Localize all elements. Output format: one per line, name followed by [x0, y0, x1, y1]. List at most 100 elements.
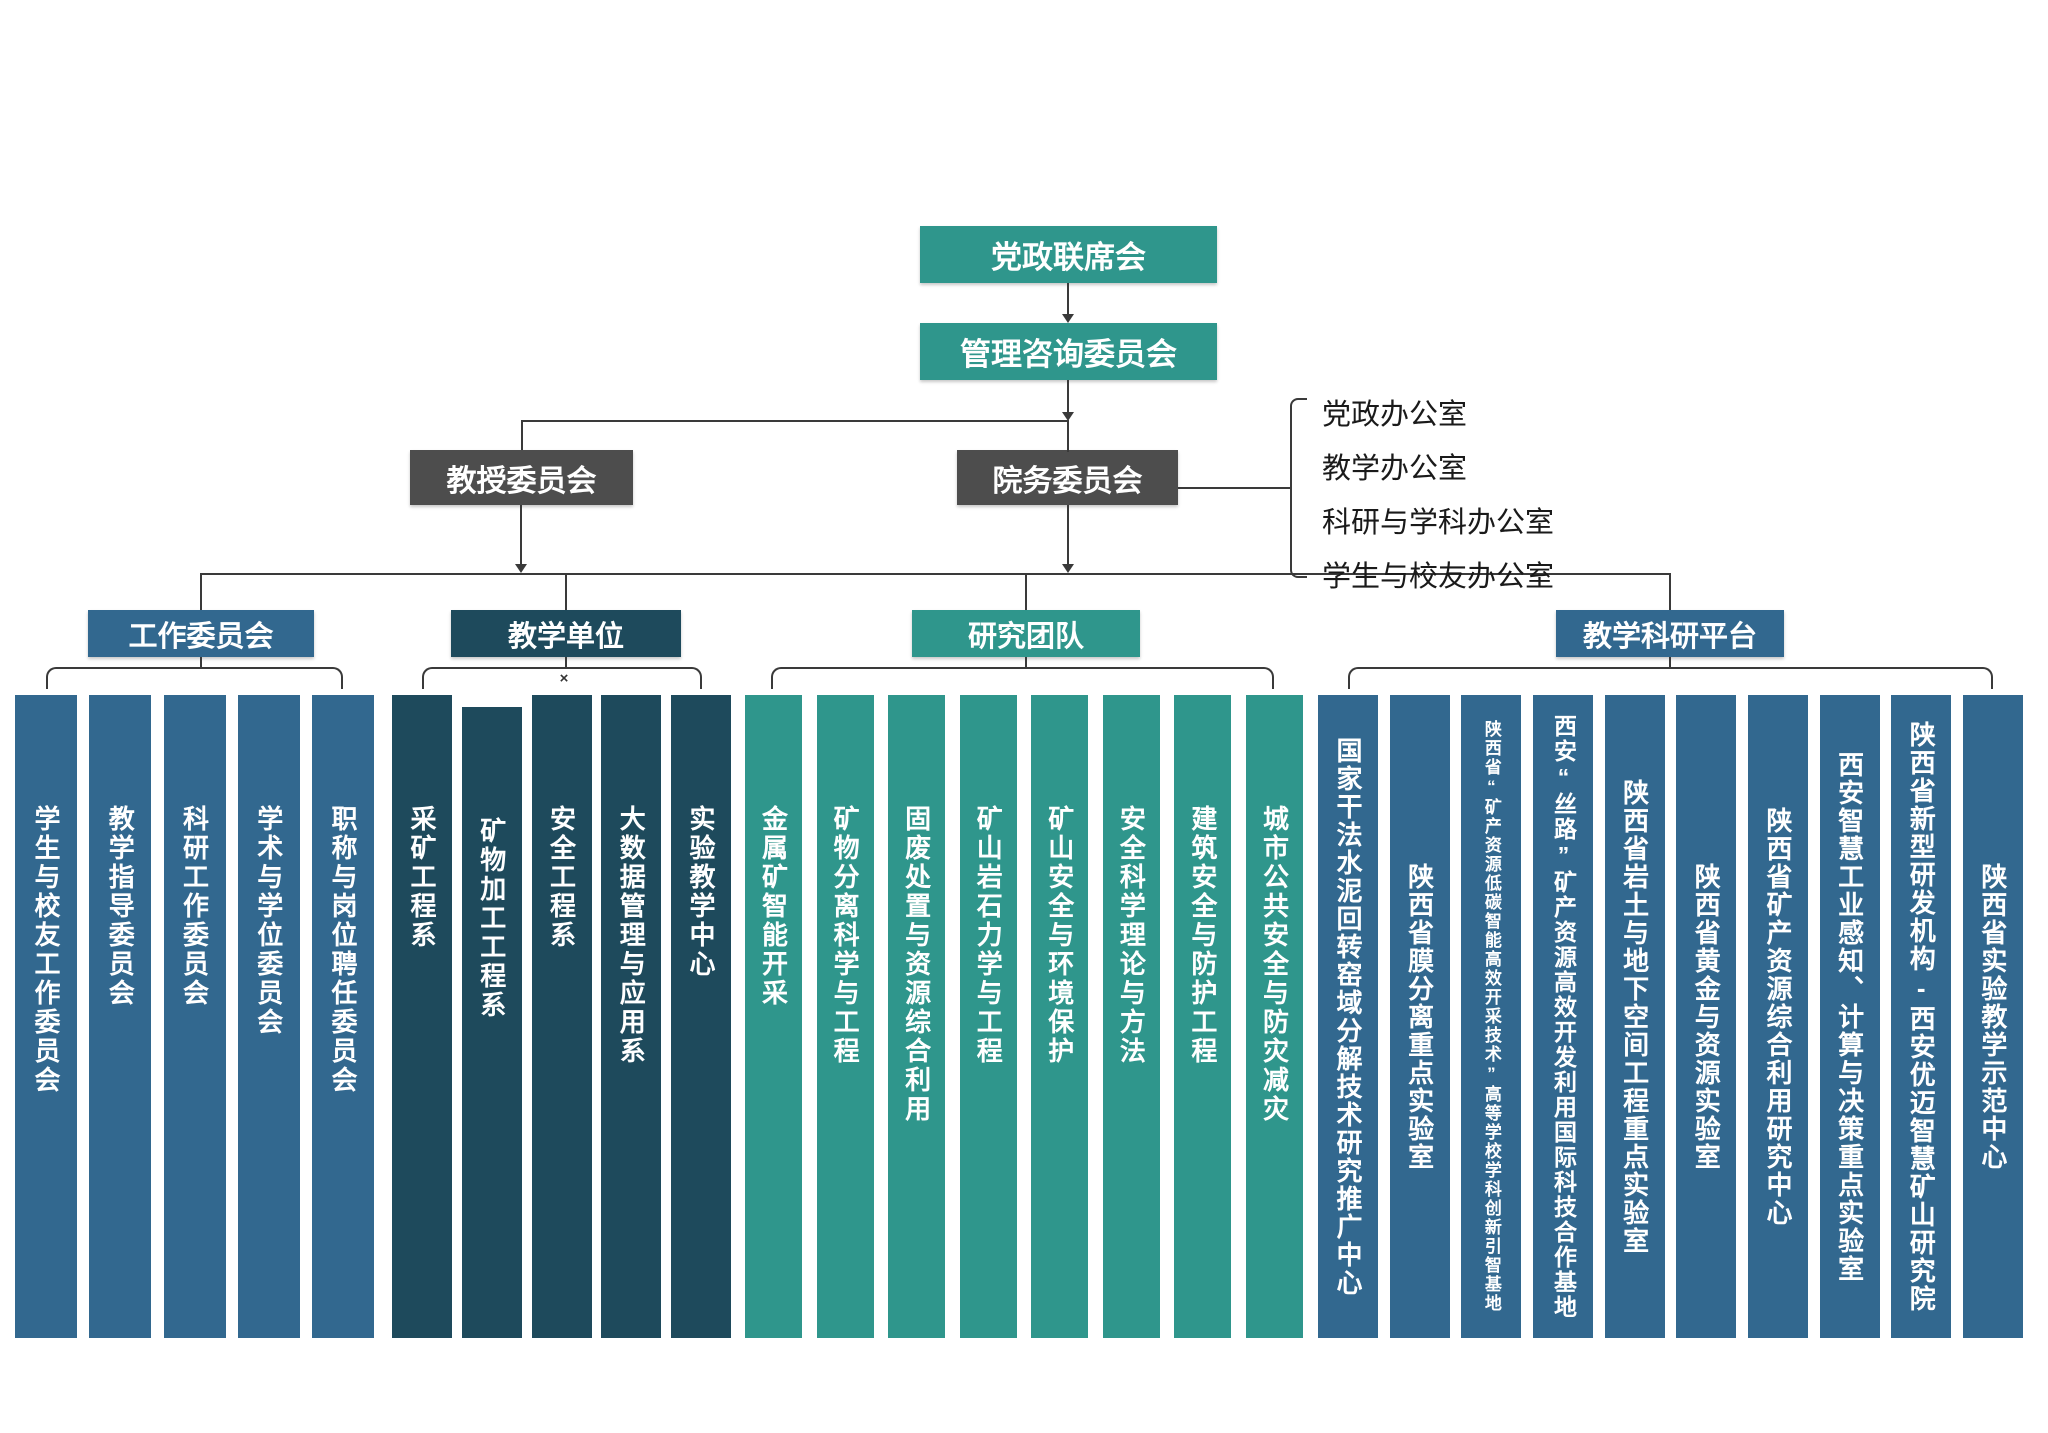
org-bar-label: 金属矿智能开采 [758, 805, 789, 1008]
node-teaching-research-platforms: 教学科研平台 [1556, 610, 1784, 657]
org-bar-label: 教学指导委员会 [105, 805, 136, 1008]
org-bar-label: 职称与岗位聘任委员会 [328, 805, 358, 1095]
org-bar: 矿山岩石力学与工程 [959, 695, 1017, 1338]
connector-line [520, 505, 522, 564]
node-council-committee: 院务委员会 [957, 450, 1178, 505]
org-bar: 陕西省“矿产资源低碳智能高效开采技术”高等学校学科创新引智基地 [1461, 695, 1522, 1338]
org-bar-label: 固废处置与资源综合利用 [901, 805, 932, 1124]
org-bar-label: 城市公共安全与防灾减灾 [1259, 805, 1290, 1124]
group-work-committees: 学生与校友工作委员会 教学指导委员会 科研工作委员会 学术与学位委员会 职称与岗… [15, 695, 374, 1338]
connector-line [1178, 487, 1290, 489]
office-item: 科研与学科办公室 [1322, 507, 1555, 539]
connector-line [200, 657, 202, 669]
org-bar: 建筑安全与防护工程 [1174, 695, 1232, 1338]
arrowhead-down [1062, 314, 1074, 323]
org-bar: 陕西省黄金与资源实验室 [1676, 695, 1737, 1338]
org-bar: 金属矿智能开采 [745, 695, 802, 1338]
org-bar-label: 陕西省“矿产资源低碳智能高效开采技术”高等学校学科创新引智基地 [1481, 720, 1501, 1313]
org-bar-label: 矿山安全与环境保护 [1044, 805, 1075, 1066]
office-item: 教学办公室 [1322, 453, 1468, 485]
group-teaching-research-platforms: 国家干法水泥回转窑域分解技术研究推广中心 陕西省膜分离重点实验室 陕西省“矿产资… [1318, 695, 2023, 1338]
org-bar-label: 学生与校友工作委员会 [31, 805, 61, 1095]
org-bar: 陕西省矿产资源综合利用研究中心 [1747, 695, 1808, 1338]
connector-line [1067, 380, 1069, 412]
org-bar-label: 陕西省新型研发机构-西安优迈智慧矿山研究院 [1906, 720, 1937, 1313]
org-bar-label: 陕西省岩土与地下空间工程重点实验室 [1619, 778, 1650, 1255]
connector-line [565, 573, 567, 610]
connector-line [521, 420, 1069, 422]
org-bar: 城市公共安全与防灾减灾 [1245, 695, 1303, 1338]
org-bar: 安全工程系 [531, 695, 592, 1338]
org-bar-label: 实验教学中心 [686, 805, 716, 979]
org-bar-label: 陕西省膜分离重点实验室 [1404, 862, 1435, 1171]
org-bar: 陕西省实验教学示范中心 [1962, 695, 2023, 1338]
x-marker: × [559, 670, 569, 687]
org-bar: 矿山安全与环境保护 [1031, 695, 1089, 1338]
connector-line [1669, 657, 1671, 669]
org-bar: 职称与岗位聘任委员会 [312, 695, 374, 1338]
org-bar-label: 西安“丝路”矿产资源高效开发利用国际科技合作基地 [1550, 713, 1577, 1320]
office-item: 学生与校友办公室 [1322, 561, 1555, 593]
org-bar-label: 陕西省实验教学示范中心 [1977, 862, 2008, 1171]
node-management-advisory-committee: 管理咨询委员会 [920, 323, 1217, 380]
connector-line [521, 420, 523, 450]
group-research-teams: 金属矿智能开采 矿物分离科学与工程 固废处置与资源综合利用 矿山岩石力学与工程 … [745, 695, 1303, 1338]
org-bar-label: 陕西省矿产资源综合利用研究中心 [1762, 806, 1793, 1227]
connector-line [1669, 573, 1671, 610]
group-bracket [422, 667, 702, 689]
org-bar-label: 陕西省黄金与资源实验室 [1691, 862, 1722, 1171]
connector-line [1025, 573, 1027, 610]
org-bar-label: 西安智慧工业感知、计算与决策重点实验室 [1834, 750, 1865, 1283]
org-bar: 大数据管理与应用系 [601, 695, 662, 1338]
node-work-committees: 工作委员会 [88, 610, 314, 657]
org-bar: 实验教学中心 [671, 695, 731, 1338]
org-bar: 采矿工程系 [392, 695, 452, 1338]
org-bar-label: 矿山岩石力学与工程 [973, 805, 1004, 1066]
org-bar: 矿物加工工程系 [461, 707, 522, 1338]
node-teaching-units: 教学单位 [451, 610, 681, 657]
arrowhead-down [515, 564, 527, 573]
connector-line [1067, 420, 1069, 452]
org-bar-label: 科研工作委员会 [179, 805, 210, 1008]
office-bracket [1290, 398, 1307, 578]
org-bar-label: 学术与学位委员会 [253, 805, 284, 1037]
org-bar: 学生与校友工作委员会 [15, 695, 77, 1338]
org-bar-label: 大数据管理与应用系 [616, 805, 647, 1066]
node-party-admin-joint-meeting: 党政联席会 [920, 226, 1217, 283]
group-teaching-units: 采矿工程系 矿物加工工程系 安全工程系 大数据管理与应用系 实验教学中心 [392, 695, 731, 1338]
connector-line [565, 657, 567, 669]
office-list: 党政办公室 教学办公室 科研与学科办公室 学生与校友办公室 [1322, 388, 1554, 604]
org-bar-label: 矿物加工工程系 [476, 817, 507, 1020]
org-bar: 西安“丝路”矿产资源高效开发利用国际科技合作基地 [1532, 695, 1593, 1338]
org-bar-label: 采矿工程系 [407, 805, 437, 950]
org-bar: 国家干法水泥回转窑域分解技术研究推广中心 [1318, 695, 1378, 1338]
connector-line [1067, 505, 1069, 564]
org-bar: 固废处置与资源综合利用 [888, 695, 946, 1338]
connector-line [200, 573, 202, 610]
arrowhead-down [1062, 412, 1074, 421]
node-professor-committee: 教授委员会 [410, 450, 633, 505]
connector-line [1025, 657, 1027, 669]
org-bar-label: 建筑安全与防护工程 [1187, 805, 1218, 1066]
org-bar: 陕西省膜分离重点实验室 [1389, 695, 1450, 1338]
org-bar: 矿物分离科学与工程 [816, 695, 874, 1338]
connector-line [1067, 283, 1069, 314]
org-bar: 教学指导委员会 [89, 695, 152, 1338]
org-bar: 科研工作委员会 [163, 695, 226, 1338]
org-bar: 陕西省岩土与地下空间工程重点实验室 [1604, 695, 1665, 1338]
org-bar-label: 矿物分离科学与工程 [830, 805, 861, 1066]
group-bracket [46, 667, 343, 689]
org-bar: 安全科学理论与方法 [1102, 695, 1160, 1338]
org-bar: 学术与学位委员会 [237, 695, 300, 1338]
org-bar: 西安智慧工业感知、计算与决策重点实验室 [1819, 695, 1880, 1338]
org-bar-label: 安全工程系 [546, 805, 577, 950]
group-bracket [771, 667, 1274, 689]
connector-line [200, 573, 1670, 575]
org-bar-label: 安全科学理论与方法 [1116, 805, 1147, 1066]
arrowhead-down [1062, 564, 1074, 573]
group-bracket [1348, 667, 1993, 689]
org-bar-label: 国家干法水泥回转窑域分解技术研究推广中心 [1333, 736, 1363, 1297]
office-item: 党政办公室 [1322, 399, 1468, 431]
org-bar: 陕西省新型研发机构-西安优迈智慧矿山研究院 [1891, 695, 1952, 1338]
